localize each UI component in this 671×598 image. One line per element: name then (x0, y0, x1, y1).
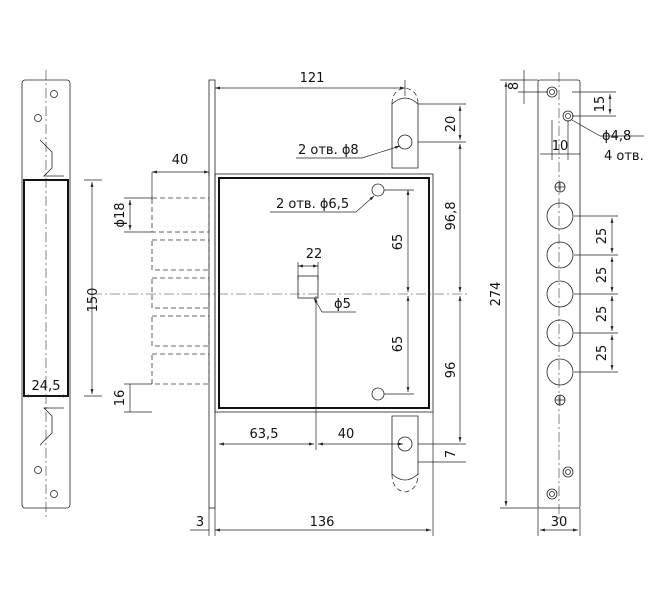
bolt-height-label: 16 (113, 390, 128, 407)
bolt-hole-icon (546, 241, 574, 269)
dim-40-bottom-label: 40 (338, 427, 355, 442)
bolt-hole-icon (546, 319, 574, 347)
lug-hole-top-icon (397, 134, 413, 150)
faceplate-screw-hole-icon (562, 466, 574, 478)
dim-96-label: 96 (444, 362, 459, 379)
bolt-hole-icon (546, 280, 574, 308)
strike-height-label: 150 (86, 288, 101, 313)
dim-136-label: 136 (310, 515, 335, 530)
vertical-65-top-label: 65 (391, 234, 406, 251)
faceplate-holes-count-label: 4 отв. (604, 149, 644, 164)
vertical-65-bottom-label: 65 (391, 336, 406, 353)
spacing-1-label: 25 (595, 228, 610, 245)
strike-width-label: 24,5 (32, 379, 61, 394)
faceplate-15-label: 15 (593, 96, 608, 113)
faceplate-8-label: 8 (507, 82, 522, 90)
faceplate-10-label: 10 (552, 139, 569, 154)
keyhole-offset-label: 22 (306, 247, 323, 262)
key-diameter-label: ϕ5 (334, 297, 351, 312)
strike-tab-bottom (39, 407, 64, 446)
spacing-4-label: 25 (595, 345, 610, 362)
dim-7-label: 7 (444, 450, 459, 458)
bolts-group (124, 170, 210, 413)
bolt-hole-icon (546, 358, 574, 386)
dim-3-label: 3 (196, 515, 204, 530)
faceplate-screw-hole-icon (562, 110, 574, 122)
strike-screw-hole-icon (50, 490, 58, 498)
holes-6-5-label: 2 отв. ϕ6,5 (276, 197, 349, 212)
lock-body-view: 40 ϕ18 16 121 2 отв. ϕ8 2 отв. ϕ6,5 22 (92, 71, 470, 536)
bolt-hole-icon (546, 202, 574, 230)
holes-8-label: 2 отв. ϕ8 (298, 143, 359, 158)
mounting-lug-bottom (391, 415, 419, 481)
dim-63-5-label: 63,5 (250, 427, 279, 442)
spacing-2-label: 25 (595, 267, 610, 284)
dim-96-8-label: 96,8 (444, 202, 459, 231)
strike-screw-hole-icon (34, 466, 42, 474)
lock-case-inner (218, 177, 430, 409)
keyhole-square (297, 275, 319, 299)
inner-hole-bottom-icon (371, 387, 385, 401)
strike-tab-top (39, 139, 64, 177)
bolt-diameter-label: ϕ18 (113, 202, 128, 227)
faceplate-screw-hole-icon (546, 488, 558, 500)
mounting-lug-top (391, 97, 419, 169)
spacing-3-label: 25 (595, 306, 610, 323)
faceplate-view: 274 8 15 ϕ4,8 4 отв. 10 25 25 25 25 (489, 70, 644, 536)
faceplate-width-label: 30 (551, 515, 568, 530)
faceplate-length-label: 274 (489, 282, 504, 307)
dim-20-label: 20 (444, 116, 459, 133)
top-width-label: 121 (300, 71, 325, 86)
faceplate-screw-hole-icon (546, 86, 558, 98)
strike-screw-hole-icon (50, 90, 58, 98)
strike-screw-hole-icon (34, 114, 42, 122)
bolt-length-label: 40 (172, 153, 189, 168)
lock-case-outer (214, 173, 434, 413)
inner-hole-top-icon (371, 183, 385, 197)
faceplate-holes-label: ϕ4,8 (602, 129, 631, 144)
strike-plate-view: 150 24,5 (21, 70, 102, 518)
